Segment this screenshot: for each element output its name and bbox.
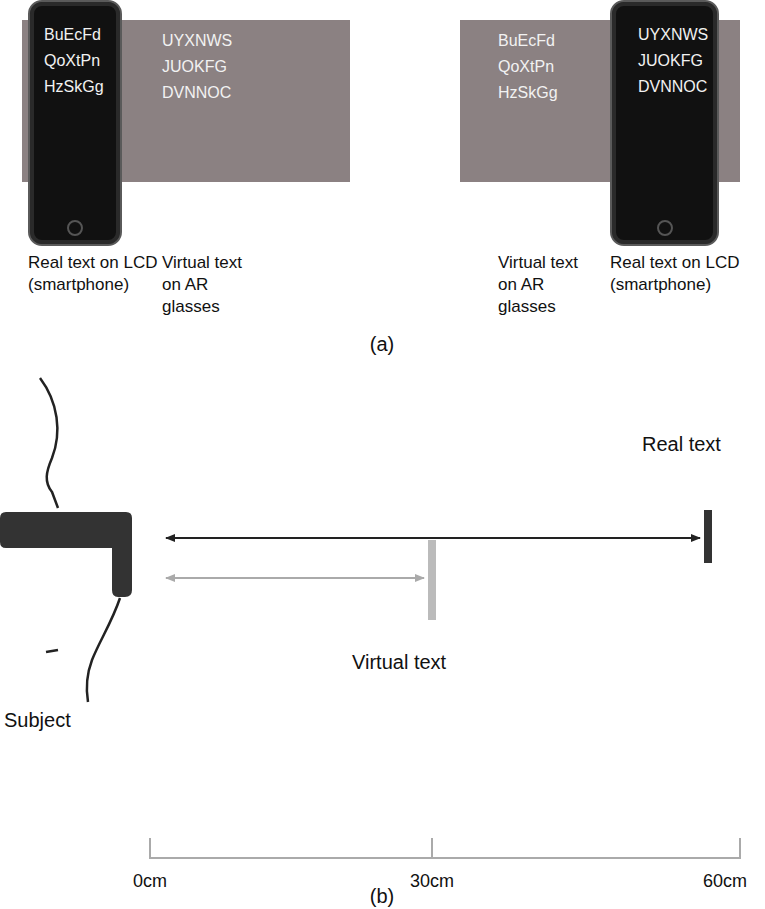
home-button <box>657 220 673 236</box>
caption-label: Virtual text on AR glasses <box>162 252 262 318</box>
real-text-bar <box>704 510 712 563</box>
caption-label: 30cm <box>397 870 467 892</box>
smartphone: BuEcFd QoXtPn HzSkGg <box>28 0 122 246</box>
distance-arrow <box>166 577 424 579</box>
caption-label: Real text on LCD (smartphone) <box>610 252 750 296</box>
caption-label: 0cm <box>115 870 185 892</box>
head-outline <box>87 598 120 702</box>
caption-label: Virtual text on AR glasses <box>498 252 598 318</box>
head-outline <box>40 378 58 508</box>
caption-label: Virtual text <box>352 650 482 674</box>
caption-label: 60cm <box>690 870 760 892</box>
caption-label: Real text on LCD (smartphone) <box>28 252 168 296</box>
ar-glasses <box>0 512 132 597</box>
sample-text: UYXNWS JUOKFG DVNNOC <box>162 28 232 106</box>
distance-arrow <box>166 537 700 539</box>
sample-text: UYXNWS JUOKFG DVNNOC <box>638 22 708 100</box>
caption-label: Real text <box>642 432 752 456</box>
sample-text: BuEcFd QoXtPn HzSkGg <box>44 22 104 100</box>
mouth-mark <box>46 650 58 652</box>
distance-scale <box>150 838 740 858</box>
home-button <box>67 220 83 236</box>
smartphone: UYXNWS JUOKFG DVNNOC <box>610 0 719 246</box>
caption-label: (a) <box>352 332 412 356</box>
caption-label: Subject <box>4 708 104 732</box>
sample-text: BuEcFd QoXtPn HzSkGg <box>498 28 558 106</box>
virtual-text-bar <box>428 540 436 620</box>
caption-label: (b) <box>352 884 412 908</box>
